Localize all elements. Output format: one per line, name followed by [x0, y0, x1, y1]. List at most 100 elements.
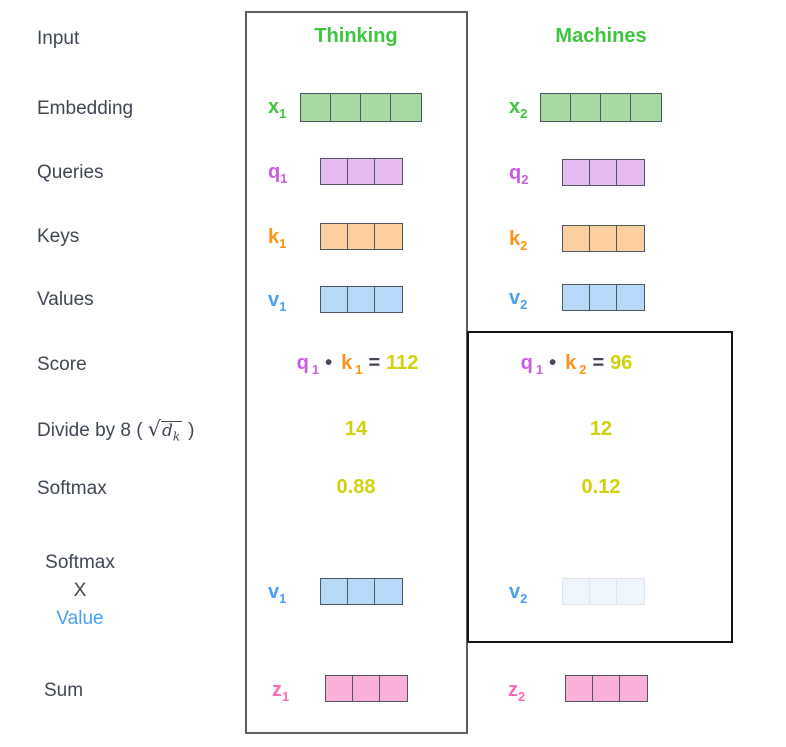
- score-q-letter: q: [296, 352, 309, 374]
- vector-cell: [590, 160, 617, 185]
- vector-cell: [590, 579, 617, 604]
- query-vector-q2: [562, 159, 645, 186]
- vector-label-z2: z2: [508, 678, 525, 709]
- vector-cell: [617, 160, 644, 185]
- query-vector-q1: [320, 158, 403, 185]
- vector-letter: z: [508, 679, 518, 701]
- vector-subscript: 2: [520, 591, 528, 606]
- vector-cell: [353, 676, 380, 701]
- row-label-embedding: Embedding: [37, 98, 134, 119]
- key-vector-k1: [320, 223, 403, 250]
- vector-cell: [617, 579, 644, 604]
- key-vector-k2: [562, 225, 645, 252]
- vector-subscript: 2: [520, 238, 528, 253]
- vector-subscript: 1: [279, 236, 287, 251]
- divide-value-thinking: 14: [344, 418, 368, 440]
- vector-subscript: 2: [521, 172, 529, 187]
- row-label-input: Input: [37, 28, 80, 49]
- softmax-x-value-line2: X: [73, 580, 87, 601]
- sqrt-dk-math: √dk: [148, 418, 183, 446]
- softmax-value-thinking: 0.88: [336, 476, 376, 498]
- vector-cell: [348, 224, 375, 249]
- vector-label-v2: v2: [509, 286, 527, 317]
- vector-letter: v: [509, 581, 521, 603]
- vector-subscript: 1: [279, 591, 287, 606]
- vector-letter: q: [509, 162, 522, 184]
- vector-label-z1: z1: [272, 678, 289, 709]
- vector-label-x2: x2: [509, 95, 527, 126]
- math-k-subscript: k: [172, 429, 181, 444]
- vector-letter: x: [268, 96, 280, 118]
- vector-cell: [348, 287, 375, 312]
- weighted-value-vector-v2-faded: [562, 578, 645, 605]
- vector-cell: [348, 579, 375, 604]
- vector-cell: [593, 676, 620, 701]
- vector-label-k2: k2: [509, 227, 527, 258]
- equals-sign: =: [368, 352, 381, 374]
- vector-subscript: 1: [280, 171, 288, 186]
- vector-cell: [620, 676, 647, 701]
- row-label-keys: Keys: [37, 226, 80, 247]
- vector-letter: z: [272, 679, 282, 701]
- vector-letter: k: [509, 228, 521, 250]
- score-value-thinking: 112: [386, 352, 419, 374]
- vector-subscript: 2: [520, 297, 528, 312]
- vector-cell: [331, 94, 361, 121]
- vector-subscript: 1: [279, 299, 287, 314]
- score-q-subscript: 1: [311, 362, 320, 377]
- row-label-softmax: Softmax: [37, 478, 107, 499]
- row-label-score: Score: [37, 354, 87, 375]
- radical-sign: √: [147, 417, 161, 441]
- vector-cell: [375, 579, 402, 604]
- vector-cell: [326, 676, 353, 701]
- vector-letter: x: [509, 96, 521, 118]
- vector-label-v1-weighted: v1: [268, 580, 286, 611]
- vector-cell: [566, 676, 593, 701]
- vector-cell: [375, 224, 402, 249]
- vector-letter: k: [268, 226, 280, 248]
- vector-label-v2-weighted: v2: [509, 580, 527, 611]
- vector-cell: [563, 579, 590, 604]
- vector-cell: [301, 94, 331, 121]
- vector-cell: [321, 287, 348, 312]
- embedding-vector-x2: [540, 93, 662, 122]
- row-label-divide-by-8: Divide by 8 (√dk): [37, 418, 195, 446]
- machines-attention-outline-box: [467, 331, 733, 643]
- output-vector-z1: [325, 675, 408, 702]
- vector-cell: [321, 159, 348, 184]
- vector-letter: v: [268, 289, 280, 311]
- vector-cell: [391, 94, 421, 121]
- score-q-subscript: 1: [535, 362, 544, 377]
- value-vector-v2: [562, 284, 645, 311]
- vector-cell: [348, 159, 375, 184]
- softmax-x-value-line3: Value: [56, 608, 104, 629]
- math-d: d: [162, 421, 173, 441]
- row-label-queries: Queries: [37, 162, 104, 183]
- row-label-values: Values: [37, 289, 94, 310]
- score-value-machines: 96: [610, 352, 633, 374]
- vector-cell: [601, 94, 631, 121]
- score-k-subscript: 2: [579, 362, 587, 377]
- vector-cell: [617, 226, 644, 251]
- vector-cell: [321, 579, 348, 604]
- column-header-machines: Machines: [555, 25, 647, 47]
- embedding-vector-x1: [300, 93, 422, 122]
- divide-label-prefix: Divide by 8 (: [37, 420, 143, 441]
- score-k-subscript: 1: [355, 362, 363, 377]
- dot-product-icon: •: [549, 352, 557, 374]
- vector-label-q1: q1: [268, 160, 287, 191]
- softmax-value-machines: 0.12: [581, 476, 621, 498]
- vector-cell: [563, 285, 590, 310]
- vector-cell: [375, 159, 402, 184]
- vector-cell: [380, 676, 407, 701]
- vector-cell: [590, 226, 617, 251]
- vector-subscript: 2: [520, 106, 528, 121]
- vector-cell: [563, 226, 590, 251]
